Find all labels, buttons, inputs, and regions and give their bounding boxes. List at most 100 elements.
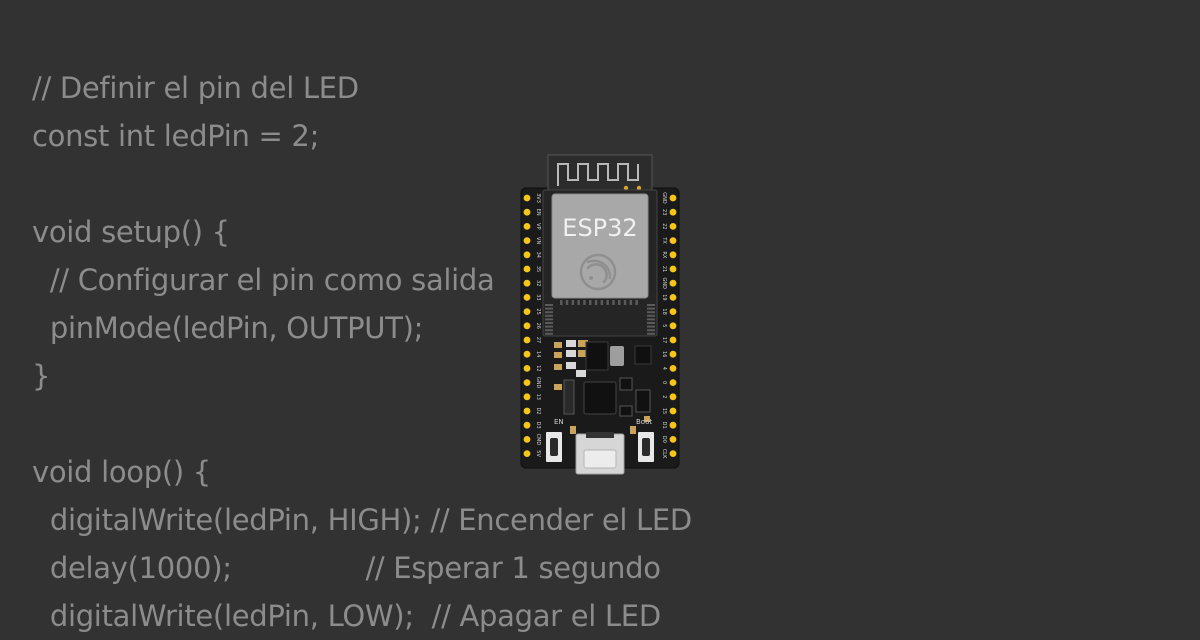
pin-pad	[523, 322, 531, 330]
module-pad	[589, 300, 592, 305]
module-pad	[647, 329, 655, 332]
pin-label: 5	[661, 324, 667, 327]
pin-pad	[523, 436, 531, 443]
module-pad	[647, 314, 655, 317]
module-pad	[647, 304, 655, 306]
module-pad	[545, 311, 553, 314]
antenna-trace	[557, 163, 639, 186]
pin-label: 13	[535, 394, 541, 400]
code-line: const int ledPin = 2;	[32, 119, 320, 153]
pin-pad	[523, 336, 531, 344]
pin-label: GND	[661, 277, 667, 289]
code-line: // Definir el pin del LED	[32, 71, 359, 105]
pin-pad	[669, 194, 677, 202]
pin-label: 32	[535, 280, 541, 286]
pin-label: 4	[661, 367, 667, 370]
pin-pad	[669, 322, 677, 330]
pin-label: 26	[535, 323, 541, 329]
pin-pad	[523, 223, 531, 230]
module-pad	[612, 300, 615, 305]
module-pad	[635, 300, 638, 305]
module-pad	[560, 300, 563, 305]
module-shield	[551, 193, 649, 299]
antenna-area	[547, 154, 653, 194]
module-pad	[647, 325, 655, 328]
module-pads	[545, 300, 655, 335]
code-line: void setup() {	[32, 215, 230, 249]
pin-pad	[669, 251, 677, 259]
code-line: digitalWrite(ledPin, LOW); // Apagar el …	[32, 599, 661, 633]
pin-pad	[669, 237, 677, 244]
module-pad	[629, 300, 633, 305]
pin-pad	[523, 421, 531, 429]
pin-label: TX	[661, 236, 667, 244]
pin-label: 12	[535, 365, 541, 371]
pin-label: RX	[661, 251, 667, 258]
module-pad	[600, 300, 604, 305]
pin-label: VP	[535, 223, 541, 229]
pin-pad	[523, 279, 531, 287]
pin-label: 25	[535, 308, 541, 314]
pin-label: 0	[661, 381, 667, 384]
antenna-pad	[623, 185, 629, 191]
code-line: pinMode(ledPin, OUTPUT);	[32, 311, 424, 345]
module-pad	[594, 300, 598, 305]
pin-label: D0	[661, 436, 667, 443]
pin-pad	[669, 421, 677, 429]
components	[554, 340, 652, 434]
pin-label: VN	[535, 237, 541, 244]
pin-label: 3V3	[535, 193, 541, 203]
pin-pad	[669, 379, 677, 386]
pin-pad	[669, 393, 677, 401]
pin-pad	[523, 379, 531, 386]
module-pad	[545, 325, 553, 328]
pin-label: 19	[661, 294, 667, 300]
pin-label: GND	[535, 377, 541, 389]
boot-button[interactable]	[638, 432, 654, 462]
pin-label: 15	[661, 408, 667, 414]
module-pad	[606, 300, 609, 305]
pin-pad	[669, 350, 677, 358]
module-pad	[577, 300, 580, 305]
usb-connector	[575, 432, 625, 475]
module-pad	[647, 332, 655, 335]
pin-label: 27	[535, 337, 541, 343]
pin-pad	[669, 208, 677, 216]
pin-pad	[523, 237, 531, 244]
module-pad	[545, 332, 553, 335]
code-line: void loop() {	[32, 455, 211, 489]
pin-label: 14	[535, 351, 541, 357]
left-pin-pads	[523, 194, 531, 457]
pin-label: D3	[535, 422, 541, 429]
module-pad	[545, 307, 553, 310]
module-pad	[623, 300, 627, 305]
pin-pad	[523, 450, 531, 457]
pin-pad	[669, 279, 677, 287]
module-pad	[545, 314, 553, 317]
pin-pad	[669, 308, 677, 315]
pin-label: D1	[661, 422, 667, 429]
module-label: ESP32	[562, 214, 637, 242]
pin-pad	[669, 223, 677, 230]
pin-pad	[523, 265, 531, 273]
code-block: // Definir el pin del LED const int ledPi…	[32, 64, 692, 640]
pin-label: CMD	[535, 434, 541, 446]
module-pad	[545, 318, 553, 321]
pin-label: EN	[535, 209, 541, 216]
code-line: digitalWrite(ledPin, HIGH); // Encender …	[32, 503, 692, 537]
pin-label: 35	[535, 266, 541, 272]
en-button[interactable]	[546, 432, 562, 462]
module-pad	[618, 300, 621, 305]
pin-pad	[523, 393, 531, 401]
module-pad	[583, 300, 586, 305]
pin-pad	[523, 350, 531, 358]
pin-pad	[523, 294, 531, 301]
module-pad	[571, 300, 575, 305]
pin-pad	[523, 308, 531, 315]
pin-pad	[523, 208, 531, 216]
module-pad	[647, 322, 655, 324]
pin-label: GND	[661, 192, 667, 204]
pin-pad	[669, 265, 677, 273]
